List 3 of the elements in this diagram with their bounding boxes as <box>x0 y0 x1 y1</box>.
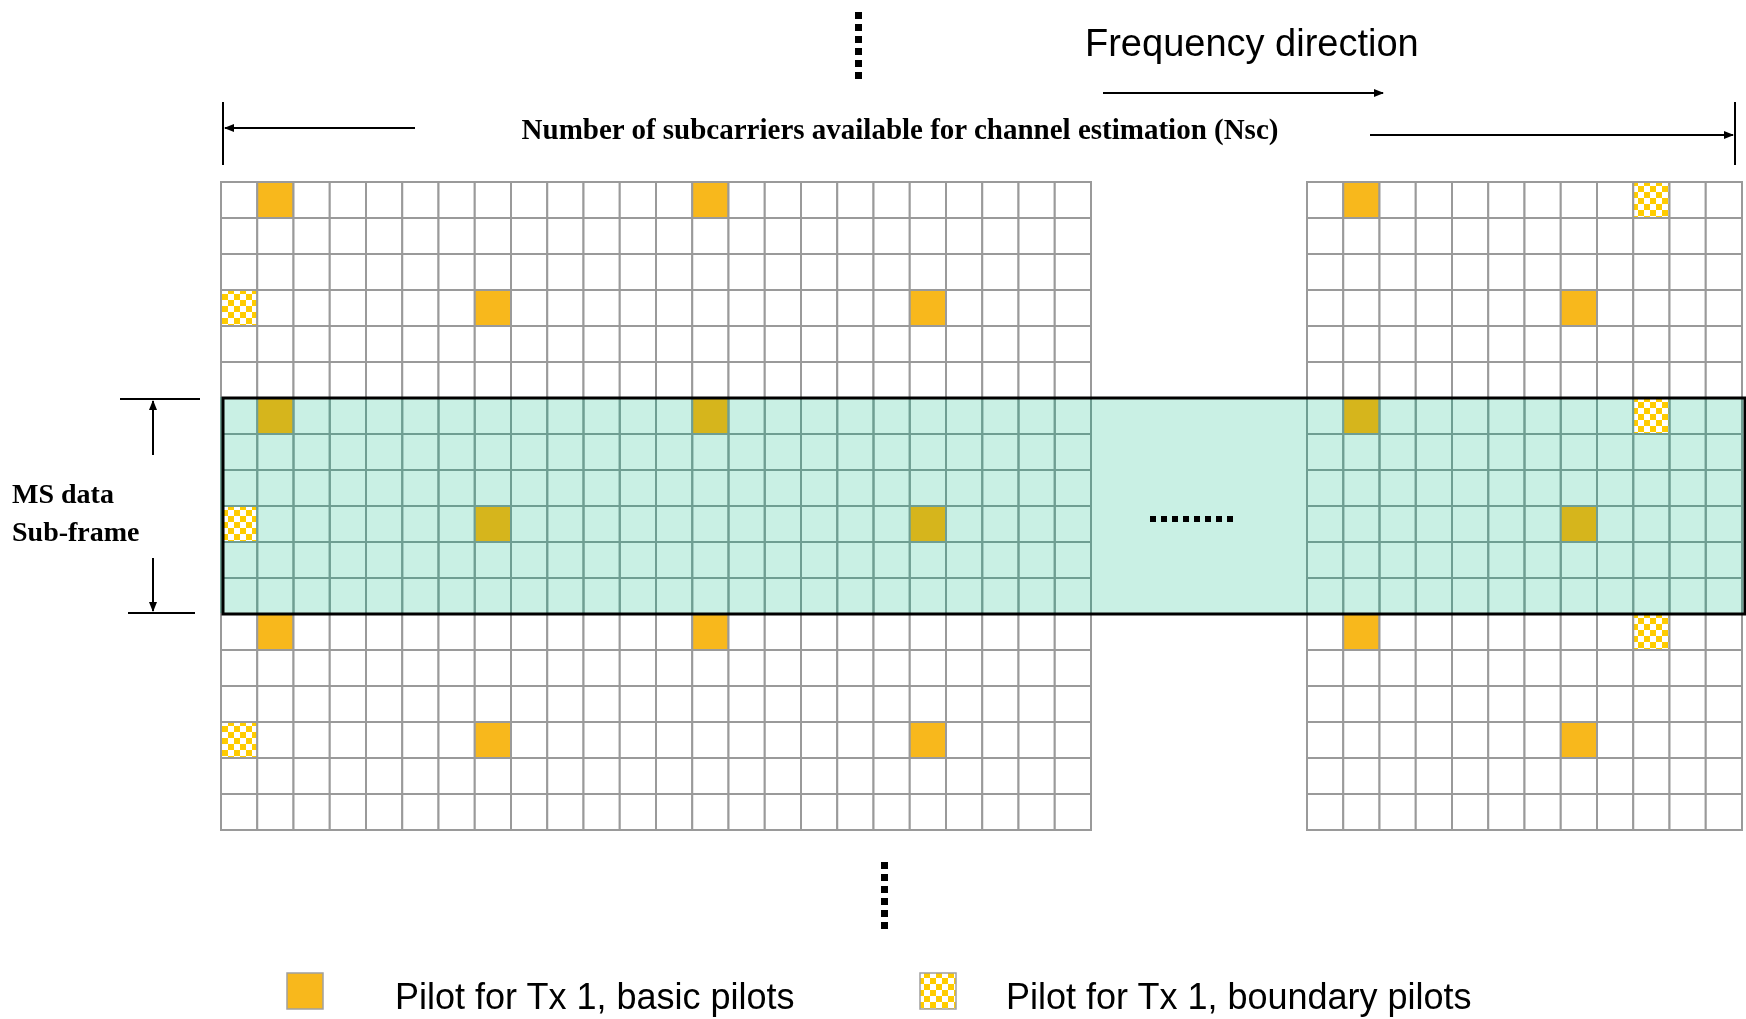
legend-label: Pilot for Tx 1, basic pilots <box>395 976 795 1018</box>
legend-label: Pilot for Tx 1, boundary pilots <box>1006 976 1472 1018</box>
axis-label: Frequency direction <box>1085 22 1419 65</box>
